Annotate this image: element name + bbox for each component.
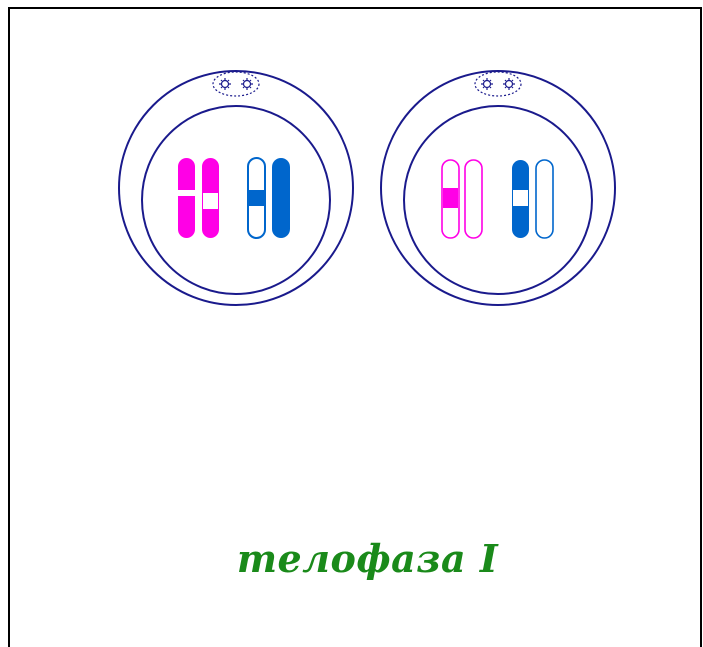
- cell-right: [381, 71, 615, 305]
- chromosome-blue-outline: [536, 160, 553, 238]
- chromosome-magenta-solid: [202, 158, 219, 238]
- chromosome-blue-outline: [248, 158, 265, 238]
- chromosome-blue-solid: [512, 160, 529, 238]
- cell-right-centrosome: [475, 72, 521, 96]
- cell-left-centrosome: [213, 72, 259, 96]
- chromosome-blue-solid: [272, 158, 290, 238]
- centriole-icon: [503, 78, 515, 90]
- phase-caption: телофаза I: [0, 536, 703, 581]
- centriole-icon: [241, 78, 253, 90]
- cell-left-nuclear-envelope: [142, 106, 330, 294]
- chromosome-magenta-outline: [465, 160, 482, 238]
- chromosome-magenta-solid: [178, 158, 195, 238]
- centriole-icon: [219, 78, 231, 90]
- cell-left: [119, 71, 353, 305]
- cell-right-nuclear-envelope: [404, 106, 592, 294]
- chromosome-magenta-outline: [442, 160, 459, 238]
- centriole-icon: [481, 78, 493, 90]
